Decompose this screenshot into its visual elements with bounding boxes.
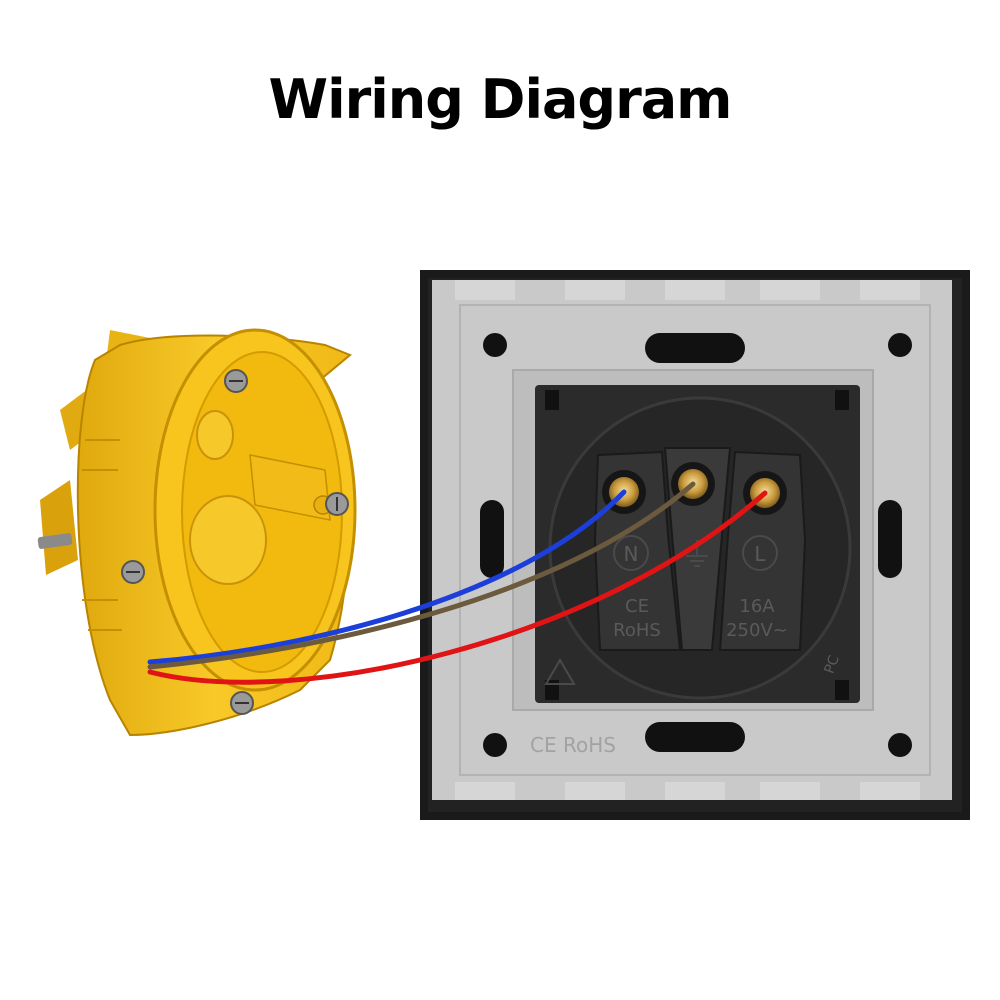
rohs-mark: RoHS (613, 620, 661, 641)
diagram-title: Wiring Diagram (268, 68, 733, 131)
terminal-label-live: L (754, 542, 766, 566)
wires (147, 481, 768, 685)
ce-mark: CE (625, 596, 649, 617)
plate-marking: CE RoHS (530, 733, 616, 757)
terminal-label-neutral: N (624, 542, 639, 566)
voltage-rating: 250V~ (726, 620, 788, 641)
junction-box (37, 328, 357, 737)
junction-box-screws (121, 369, 349, 715)
current-rating: 16A (739, 596, 775, 617)
recycle-icon (544, 658, 576, 685)
material-mark: PC (822, 653, 843, 676)
wire-neutral (147, 489, 627, 665)
wire-earth (147, 481, 696, 670)
wire-live (147, 490, 768, 685)
